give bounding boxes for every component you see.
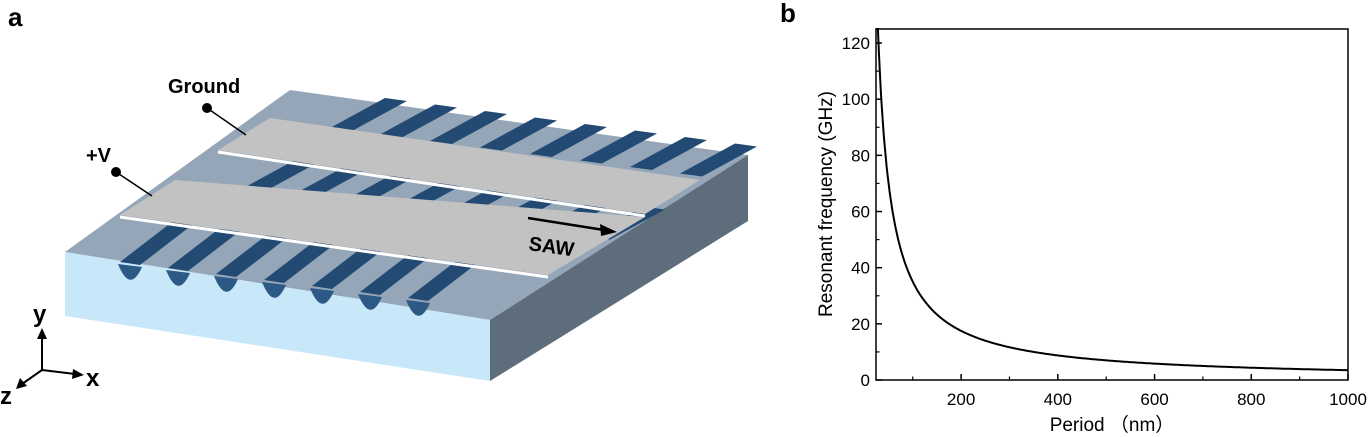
coordinate-axes: y x z [0,301,100,410]
finger-bump [166,270,190,286]
y-axis-title: Resonant frequency (GHz) [816,91,837,317]
ground-label: Ground [168,76,240,98]
ground-electrode [218,118,700,214]
idt-finger [580,130,657,164]
ground-leader-line [206,107,247,136]
y-axis-label: y [33,301,47,328]
panel-a: a Ground +V SAW y x [0,2,757,410]
voltage-electrode-edge [119,215,549,279]
idt-finger [360,252,432,295]
voltage-label: +V [86,145,112,167]
idt-finger [380,104,457,138]
voltage-electrode [120,180,645,275]
panel-b: b 200 400 600 800 1000 0 20 40 60 80 100 120 Period… [780,0,1367,436]
x-axis-label: x [86,365,100,392]
plot-area-frame [875,28,1349,381]
idt-finger [680,143,757,177]
x-tick-label: 600 [1140,390,1168,409]
voltage-leader-line [115,171,153,197]
x-tick-label: 800 [1237,390,1265,409]
finger-bump [262,282,286,298]
idt-finger [264,240,336,283]
y-tick-label: 60 [851,203,870,222]
saw-arrow-head [600,224,617,236]
panel-a-label: a [8,2,23,32]
resonant-frequency-curve [876,28,1348,372]
idt-finger [408,258,480,301]
panel-b-label: b [780,0,796,28]
x-axis-arrow-head [72,369,84,379]
idt-finger [630,137,707,170]
y-tick-label: 40 [851,259,870,278]
ground-leader-dot [202,103,212,113]
substrate-side-face [490,155,748,381]
finger-bump [406,300,430,316]
finger-bump [358,294,382,310]
resonant-frequency-chart: 200 400 600 800 1000 0 20 40 60 80 100 120 Period （… [816,28,1367,436]
z-axis-arrow-head [16,378,27,389]
idt-finger [120,222,192,265]
idt-finger [216,234,288,277]
idt-finger [530,124,607,157]
x-tick-label: 200 [947,390,975,409]
finger-bump [214,276,238,292]
x-tick-label: 1000 [1329,390,1367,409]
y-axis-arrow-head [37,328,47,339]
z-axis-arrow [21,369,43,385]
saw-arrow-line [527,216,605,232]
ground-electrode-edge [217,150,646,218]
x-tick-label: 400 [1044,390,1072,409]
idt-finger [168,228,240,271]
y-tick-label: 120 [842,34,870,53]
axis-ticks: 200 400 600 800 1000 0 20 40 60 80 100 120 [842,34,1367,409]
idt-finger [430,111,507,144]
x-axis-arrow [41,369,76,375]
finger-bump [118,264,142,280]
idt-finger [238,161,315,194]
y-tick-label: 0 [861,371,870,390]
finger-bump [310,288,334,304]
idt-finger [330,98,407,131]
voltage-leader-dot [111,167,121,177]
substrate-front-face [65,252,490,381]
y-tick-label: 100 [842,90,870,109]
idt-finger [312,246,384,289]
z-axis-label: z [0,383,12,410]
idt-finger [480,117,557,151]
y-tick-label: 80 [851,146,870,165]
x-axis-title: Period （nm） [1050,414,1175,436]
y-tick-label: 20 [851,315,870,334]
